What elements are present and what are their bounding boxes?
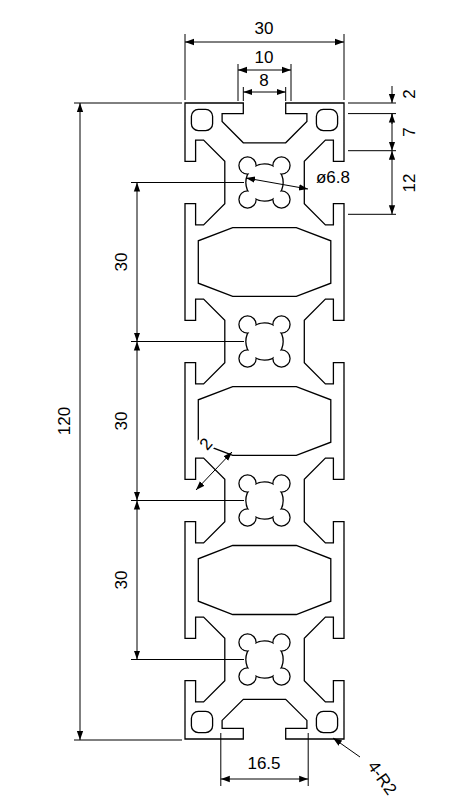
dimension-label: ø6.8 bbox=[315, 169, 351, 186]
core-bore-edge bbox=[240, 669, 256, 685]
core-bore-edge bbox=[274, 510, 290, 526]
core-bore bbox=[240, 510, 256, 526]
dimension-label: 12 bbox=[401, 173, 418, 194]
core-bore bbox=[240, 635, 256, 651]
corner-hole bbox=[191, 109, 212, 130]
corner-hole bbox=[316, 711, 337, 732]
profile-outline bbox=[185, 103, 344, 739]
corner-hole bbox=[316, 109, 337, 130]
dimension-lines bbox=[74, 34, 396, 786]
core-bore-edge bbox=[240, 317, 256, 333]
extrusion-profile bbox=[185, 103, 344, 739]
core-bore-edge bbox=[240, 351, 256, 367]
dimension-label: 30 bbox=[113, 252, 130, 273]
core-bore bbox=[240, 158, 256, 174]
core-bore bbox=[274, 192, 290, 208]
hollow-chamber bbox=[198, 228, 330, 297]
core-bore-edge bbox=[240, 158, 256, 174]
dimension-label: 30 bbox=[113, 411, 130, 432]
core-bore bbox=[240, 669, 256, 685]
core-bore-edge bbox=[240, 476, 256, 492]
core-bore-edge bbox=[274, 158, 290, 174]
dimension-label: 4-R2 bbox=[364, 757, 400, 799]
core-bore-edge bbox=[274, 317, 290, 333]
dimension-label: 16.5 bbox=[246, 755, 281, 772]
core-bore bbox=[240, 351, 256, 367]
core-bore bbox=[274, 158, 290, 174]
core-bore bbox=[274, 351, 290, 367]
dimension-label: 8 bbox=[258, 72, 269, 89]
core-bore bbox=[274, 476, 290, 492]
dimension-label: 7 bbox=[401, 126, 418, 137]
core-bore bbox=[274, 317, 290, 333]
core-bore-edge bbox=[274, 669, 290, 685]
dimension-label: 10 bbox=[254, 49, 275, 66]
dimension-label: 30 bbox=[254, 20, 275, 37]
core-bore-edge bbox=[240, 635, 256, 651]
core-bore bbox=[274, 510, 290, 526]
core-bore-edge bbox=[274, 351, 290, 367]
core-bore bbox=[274, 669, 290, 685]
core-bore bbox=[274, 635, 290, 651]
corner-hole bbox=[191, 711, 212, 732]
core-bore bbox=[240, 192, 256, 208]
hollow-chamber bbox=[198, 387, 330, 456]
dimension-label: 120 bbox=[56, 406, 73, 436]
core-bore-edge bbox=[240, 510, 256, 526]
core-bore-edge bbox=[274, 635, 290, 651]
dimension-label: 30 bbox=[113, 570, 130, 591]
core-bore-edge bbox=[274, 476, 290, 492]
core-bore bbox=[240, 476, 256, 492]
hollow-chamber bbox=[198, 546, 330, 615]
core-bore-edge bbox=[240, 192, 256, 208]
core-bore bbox=[240, 317, 256, 333]
core-bore-edge bbox=[274, 192, 290, 208]
dimension-label: 2 bbox=[401, 88, 418, 99]
